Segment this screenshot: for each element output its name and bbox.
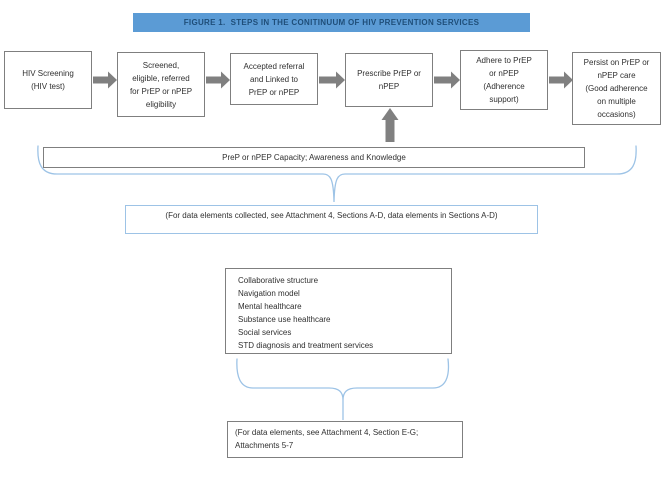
- flow-arrow-5: [549, 71, 573, 89]
- flow-box-accepted-referral: Accepted referral and Linked to PrEP or …: [230, 53, 318, 105]
- brace-bottom: [236, 358, 450, 420]
- flow-arrow-2: [206, 71, 230, 89]
- flow-box-hiv-screening: HIV Screening (HIV test): [4, 51, 92, 109]
- flow-box-prescribe: Prescribe PrEP or nPEP: [345, 53, 433, 107]
- flow-arrow-3: [319, 71, 345, 89]
- note-box-sections-a-d: (For data elements collected, see Attach…: [125, 205, 538, 234]
- flow-box-screened-eligible: Screened, eligible, referred for PrEP or…: [117, 52, 205, 117]
- flow-box-persist: Persist on PrEP or nPEP care (Good adher…: [572, 52, 661, 125]
- capacity-awareness-box: PreP or nPEP Capacity; Awareness and Kno…: [43, 147, 585, 168]
- figure-title-banner: FIGURE 1. STEPS IN THE CONITINUUM OF HIV…: [133, 13, 530, 32]
- up-arrow-prescribe: [381, 108, 399, 142]
- flow-arrow-1: [93, 71, 117, 89]
- flow-box-adhere: Adhere to PrEP or nPEP (Adherence suppor…: [460, 50, 548, 110]
- support-services-box: Collaborative structure Navigation model…: [225, 268, 452, 354]
- note-box-sections-e-g: (For data elements, see Attachment 4, Se…: [227, 421, 463, 458]
- flow-arrow-4: [434, 71, 460, 89]
